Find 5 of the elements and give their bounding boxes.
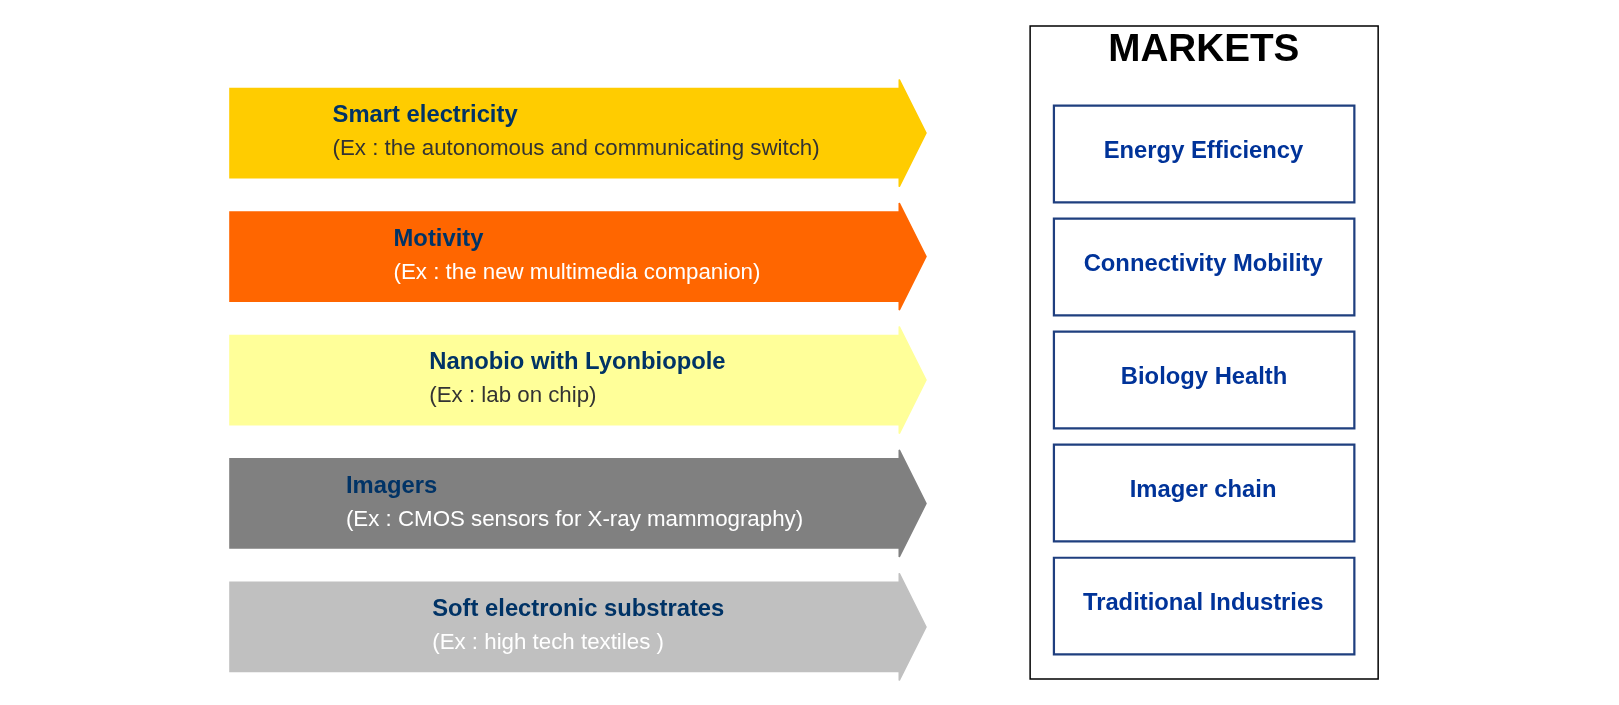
node-box: Imager chain	[1052, 443, 1355, 543]
node-box: Connectivity Mobility	[1052, 217, 1355, 317]
node-box: Energy Efficiency	[1052, 104, 1355, 204]
node-box: Traditional Industries	[1052, 556, 1355, 656]
node-box: Biology Health	[1052, 330, 1355, 430]
